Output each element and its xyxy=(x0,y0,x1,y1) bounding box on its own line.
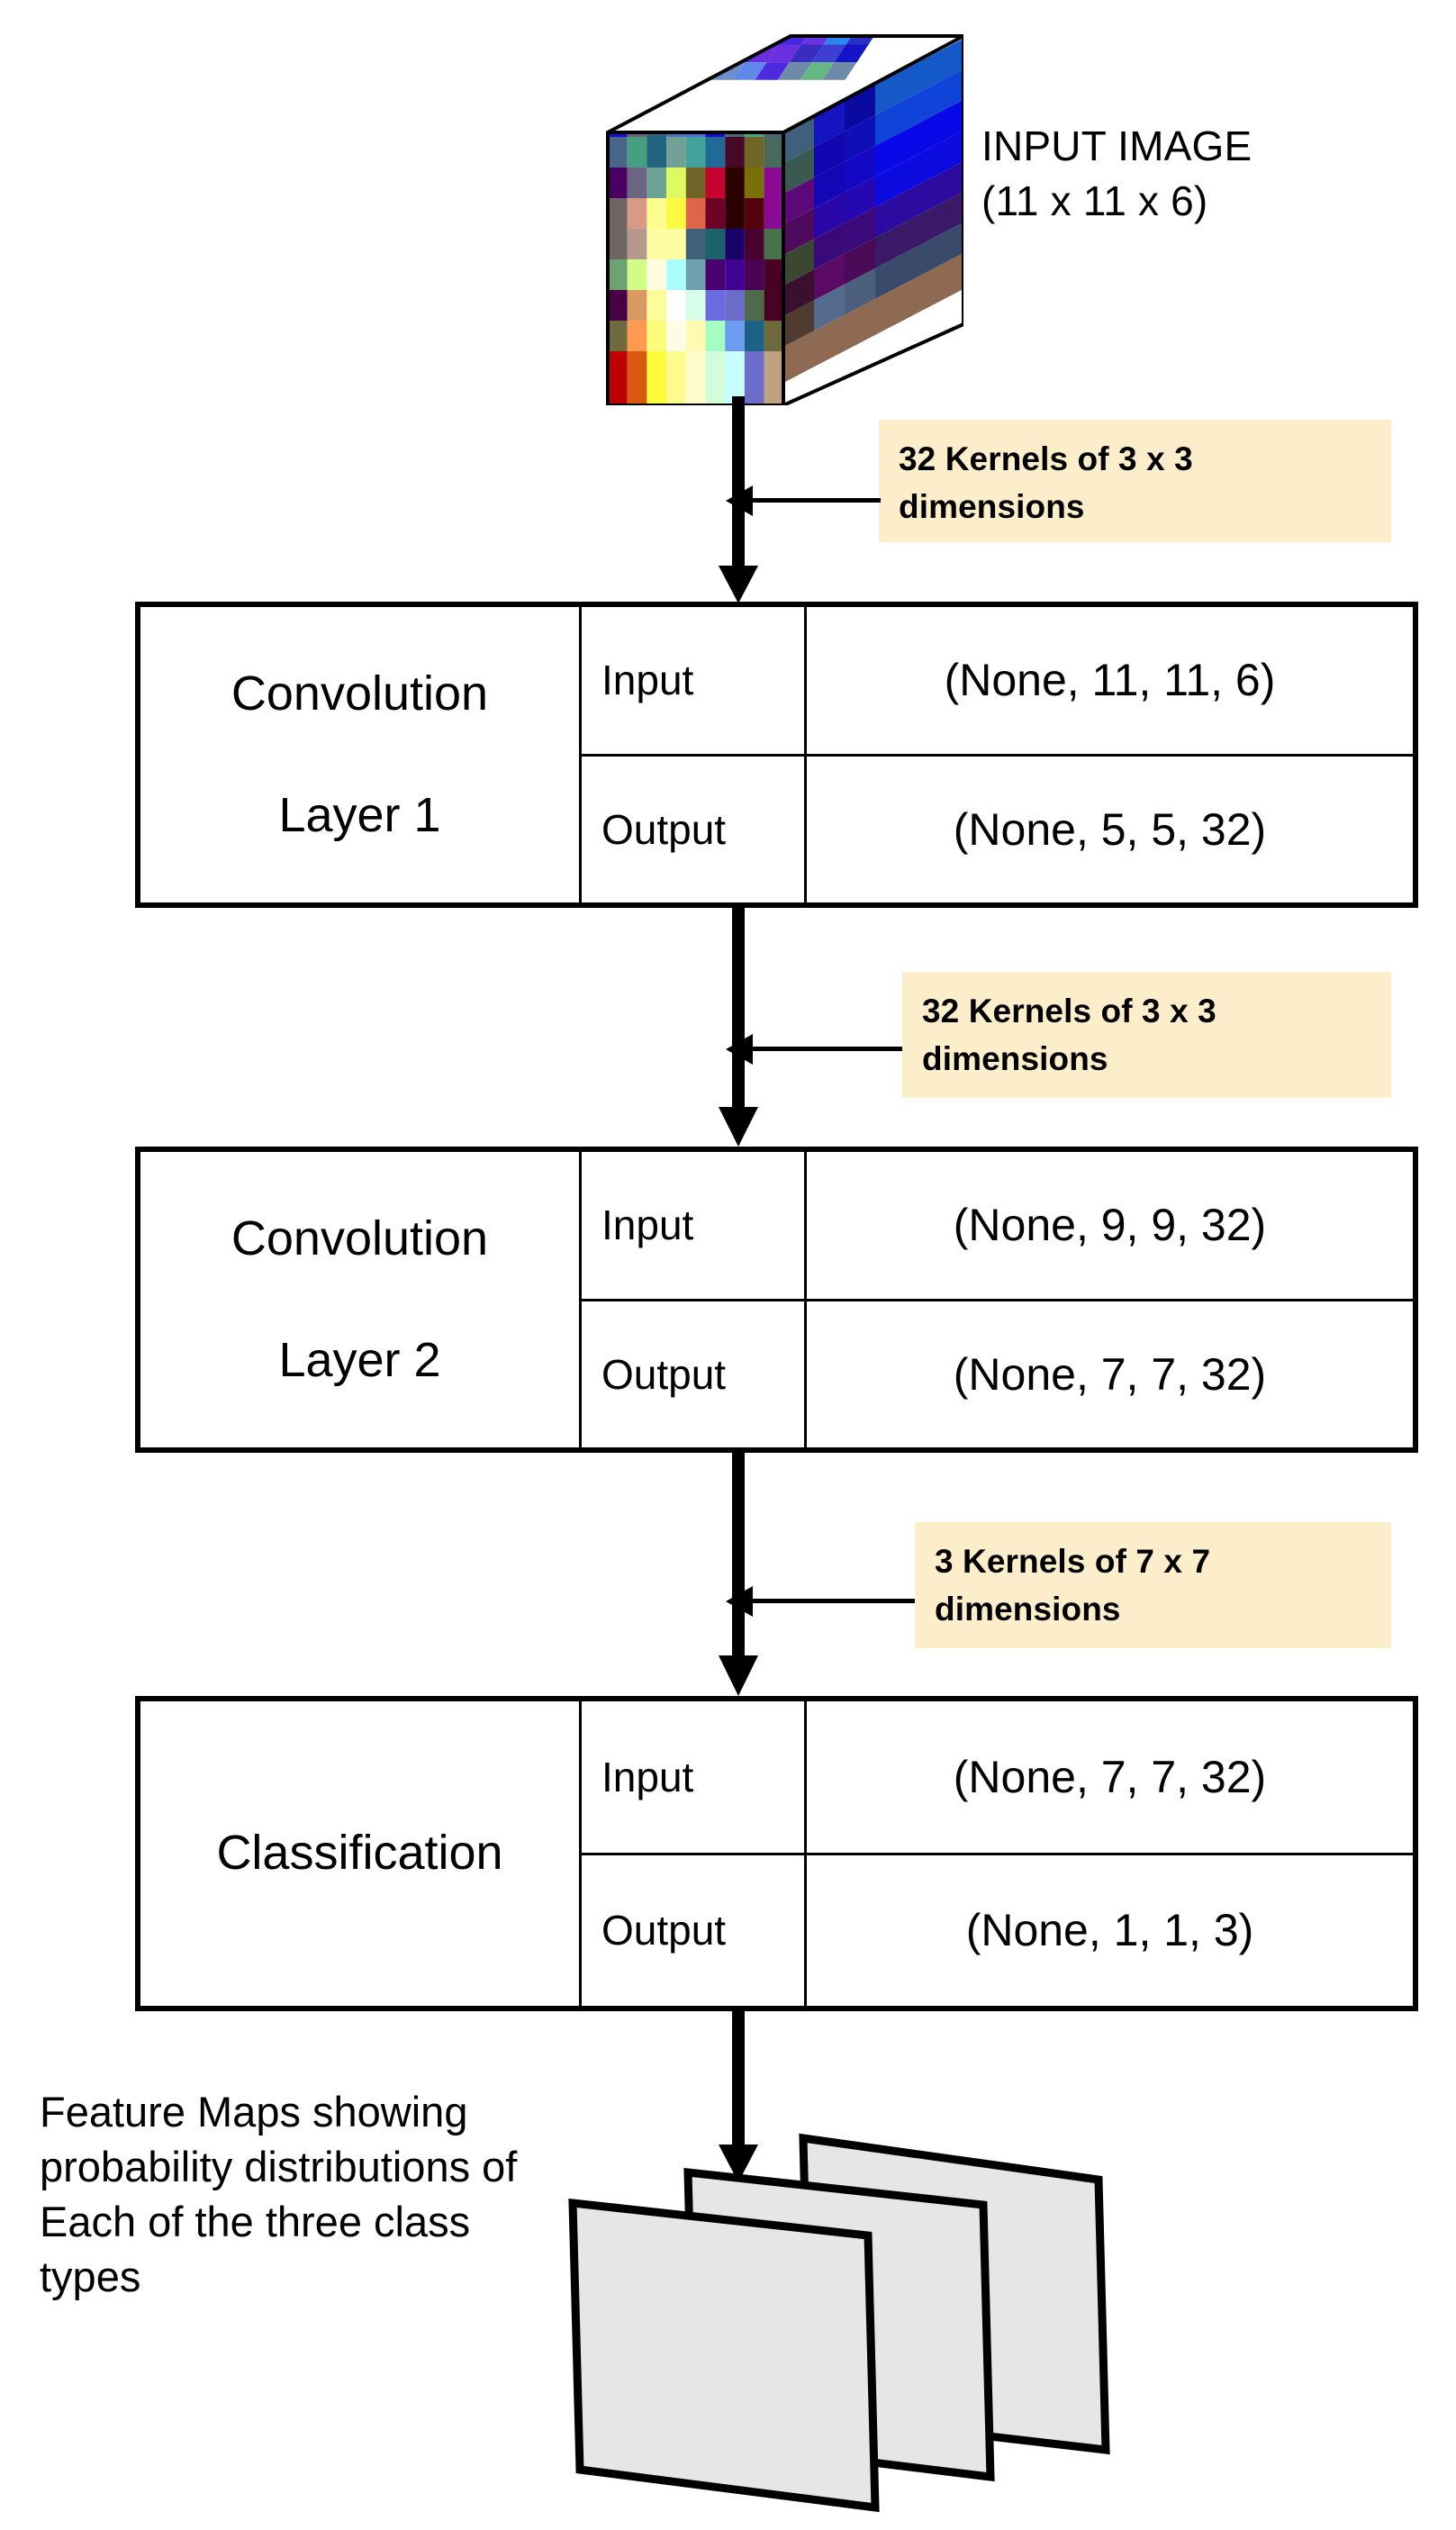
layer-1-input-row: Input (None, 11, 11, 6) xyxy=(582,607,1413,757)
layer-1-name: Convolution Layer 1 xyxy=(140,607,582,902)
layer-2-name-line2: Layer 2 xyxy=(278,1332,441,1387)
layer-2-output-shape: (None, 7, 7, 32) xyxy=(953,1348,1267,1400)
layer-1-input-shape-cell: (None, 11, 11, 6) xyxy=(807,607,1413,754)
layer-2-name: Convolution Layer 2 xyxy=(140,1152,582,1447)
flow-arrow-classification-to-featuremaps xyxy=(711,2011,765,2182)
input-image-label-line2: (11 x 11 x 6) xyxy=(981,177,1208,225)
callout-3-arrowhead-icon xyxy=(726,1586,753,1617)
layer-box-conv1[interactable]: Convolution Layer 1 Input (None, 11, 11,… xyxy=(135,602,1418,908)
layer-1-output-label-cell: Output xyxy=(582,756,807,902)
layer-3-input-label-cell: Input xyxy=(582,1701,807,1853)
layer-2-io-rows: Input (None, 9, 9, 32) Output (None, 7, … xyxy=(582,1152,1413,1447)
layer-1-input-label-cell: Input xyxy=(582,607,807,754)
callout-2-line1: 32 Kernels of 3 x 3 xyxy=(922,993,1216,1029)
layer-1-name-line2: Layer 1 xyxy=(278,787,441,842)
layer-1-io-rows: Input (None, 11, 11, 6) Output (None, 5,… xyxy=(582,607,1413,902)
layer-2-input-label-cell: Input xyxy=(582,1152,807,1299)
layer-1-output-row: Output (None, 5, 5, 32) xyxy=(582,756,1413,903)
callout-2-arrowhead-icon xyxy=(726,1034,753,1065)
callout-2-connector xyxy=(753,1047,902,1051)
layer-3-name: Classification xyxy=(140,1701,582,2006)
layer-box-conv2[interactable]: Convolution Layer 2 Input (None, 9, 9, 3… xyxy=(135,1147,1418,1453)
stacked-feature-map-sheets-icon xyxy=(568,2133,1110,2513)
layer-1-output-label: Output xyxy=(601,805,727,853)
layer-3-output-row: Output (None, 1, 1, 3) xyxy=(582,1854,1413,2007)
feature-maps-caption: Feature Maps showing probability distrib… xyxy=(40,2088,518,2301)
down-arrow-icon xyxy=(719,908,758,1147)
layer-3-output-shape: (None, 1, 1, 3) xyxy=(965,1905,1254,1956)
flow-arrow-conv2-to-classification xyxy=(711,1453,765,1696)
layer-2-output-label: Output xyxy=(601,1350,727,1398)
flow-arrow-input-to-conv1 xyxy=(711,396,765,603)
callout-3-line2: dimensions xyxy=(935,1590,1121,1628)
layer-box-classification[interactable]: Classification Input (None, 7, 7, 32) Ou… xyxy=(135,1696,1418,2011)
callout-kernels-1: 32 Kernels of 3 x 3 dimensions xyxy=(879,420,1391,542)
layer-1-input-label: Input xyxy=(601,657,694,704)
layer-2-input-label: Input xyxy=(601,1202,694,1249)
flow-arrow-conv1-to-conv2 xyxy=(711,908,765,1147)
input-image-cube xyxy=(540,27,963,405)
layer-2-name-line1: Convolution xyxy=(231,1211,489,1265)
layer-1-input-shape: (None, 11, 11, 6) xyxy=(944,655,1276,706)
callout-3-connector xyxy=(753,1599,915,1603)
layer-3-output-label-cell: Output xyxy=(582,1854,807,2006)
down-arrow-icon xyxy=(719,1453,758,1696)
layer-3-input-shape-cell: (None, 7, 7, 32) xyxy=(807,1701,1413,1853)
layer-3-input-shape: (None, 7, 7, 32) xyxy=(953,1751,1267,1802)
layer-1-name-line1: Convolution xyxy=(231,666,489,721)
callout-kernels-2: 32 Kernels of 3 x 3 dimensions xyxy=(902,972,1391,1098)
layer-3-output-label: Output xyxy=(601,1907,727,1954)
layer-1-output-shape-cell: (None, 5, 5, 32) xyxy=(807,757,1413,903)
callout-1-arrowhead-icon xyxy=(726,485,753,516)
layer-1-output-shape: (None, 5, 5, 32) xyxy=(953,803,1267,855)
layer-3-input-label: Input xyxy=(601,1753,694,1800)
callout-1-line1: 32 Kernels of 3 x 3 xyxy=(899,440,1193,477)
layer-3-output-shape-cell: (None, 1, 1, 3) xyxy=(807,1855,1413,2007)
callout-3-line1: 3 Kernels of 7 x 7 xyxy=(935,1543,1211,1580)
layer-2-output-shape-cell: (None, 7, 7, 32) xyxy=(807,1301,1413,1448)
layer-2-input-row: Input (None, 9, 9, 32) xyxy=(582,1152,1413,1301)
layer-3-name-line1: Classification xyxy=(216,1826,503,1881)
callout-1-line2: dimensions xyxy=(899,487,1085,525)
layer-3-input-row: Input (None, 7, 7, 32) xyxy=(582,1701,1413,1855)
input-image-cube-icon xyxy=(606,34,963,405)
down-arrow-icon xyxy=(719,2011,758,2182)
input-image-label: INPUT IMAGE (11 x 11 x 6) xyxy=(981,119,1252,229)
layer-3-io-rows: Input (None, 7, 7, 32) Output (None, 1, … xyxy=(582,1701,1413,2006)
feature-map-sheets xyxy=(540,2063,1135,2530)
down-arrow-icon xyxy=(719,396,758,603)
callout-1-connector xyxy=(753,498,881,503)
layer-2-output-row: Output (None, 7, 7, 32) xyxy=(582,1301,1413,1448)
layer-2-input-shape-cell: (None, 9, 9, 32) xyxy=(807,1152,1413,1299)
callout-kernels-3: 3 Kernels of 7 x 7 dimensions xyxy=(915,1522,1391,1648)
input-image-label-line1: INPUT IMAGE xyxy=(981,122,1253,169)
layer-2-output-label-cell: Output xyxy=(582,1301,807,1447)
layer-2-input-shape: (None, 9, 9, 32) xyxy=(953,1200,1267,1251)
callout-2-line2: dimensions xyxy=(922,1039,1108,1077)
